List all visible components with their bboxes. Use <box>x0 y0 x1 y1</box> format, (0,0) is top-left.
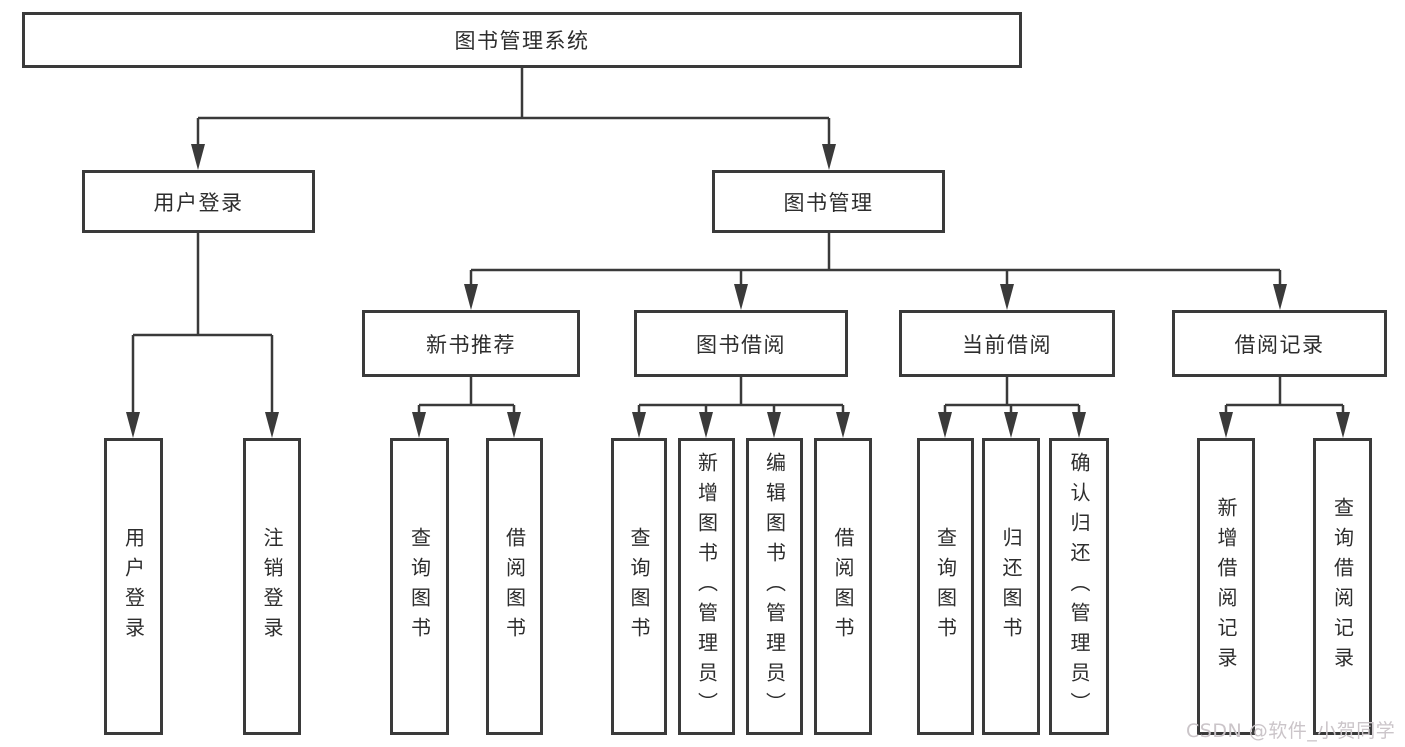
leaf-return-book: 归还图书 <box>982 438 1040 735</box>
leaf-borrow-books: 借阅图书 <box>814 438 872 735</box>
arrowhead-icon <box>126 412 140 438</box>
arrowhead-icon <box>1004 412 1018 438</box>
arrowhead-icon <box>822 144 836 170</box>
csdn-watermark: CSDN @软件_小贺同学 <box>1186 720 1396 742</box>
leaf-confirm-return-admin: 确认归还（管理员） <box>1049 438 1109 735</box>
arrowheads <box>126 144 1350 438</box>
arrowhead-icon <box>507 412 521 438</box>
arrowhead-icon <box>464 284 478 310</box>
leaf-query-books-recommend: 查询图书 <box>390 438 449 735</box>
arrowhead-icon <box>1072 412 1086 438</box>
node-root: 图书管理系统 <box>22 12 1022 68</box>
arrowhead-icon <box>191 144 205 170</box>
leaf-query-books-current: 查询图书 <box>917 438 974 735</box>
node-current-borrow: 当前借阅 <box>899 310 1115 377</box>
arrowhead-icon <box>938 412 952 438</box>
arrowhead-icon <box>767 412 781 438</box>
leaf-edit-book-admin: 编辑图书（管理员） <box>746 438 803 735</box>
leaf-borrow-books-recommend: 借阅图书 <box>486 438 543 735</box>
arrowhead-icon <box>699 412 713 438</box>
arrowhead-icon <box>734 284 748 310</box>
leaf-query-books-borrow: 查询图书 <box>611 438 667 735</box>
node-user-login: 用户登录 <box>82 170 315 233</box>
node-new-book-recommend: 新书推荐 <box>362 310 580 377</box>
leaf-add-book-admin: 新增图书（管理员） <box>678 438 735 735</box>
node-book-borrow: 图书借阅 <box>634 310 848 377</box>
arrowhead-icon <box>836 412 850 438</box>
arrowhead-icon <box>412 412 426 438</box>
arrowhead-icon <box>632 412 646 438</box>
arrowhead-icon <box>1219 412 1233 438</box>
arrowhead-icon <box>1000 284 1014 310</box>
node-borrow-records: 借阅记录 <box>1172 310 1387 377</box>
leaf-query-borrow-record: 查询借阅记录 <box>1313 438 1372 735</box>
node-book-management: 图书管理 <box>712 170 945 233</box>
arrowhead-icon <box>1336 412 1350 438</box>
leaf-user-login: 用户登录 <box>104 438 163 735</box>
arrowhead-icon <box>1273 284 1287 310</box>
arrowhead-icon <box>265 412 279 438</box>
leaf-add-borrow-record: 新增借阅记录 <box>1197 438 1255 735</box>
leaf-logout: 注销登录 <box>243 438 301 735</box>
